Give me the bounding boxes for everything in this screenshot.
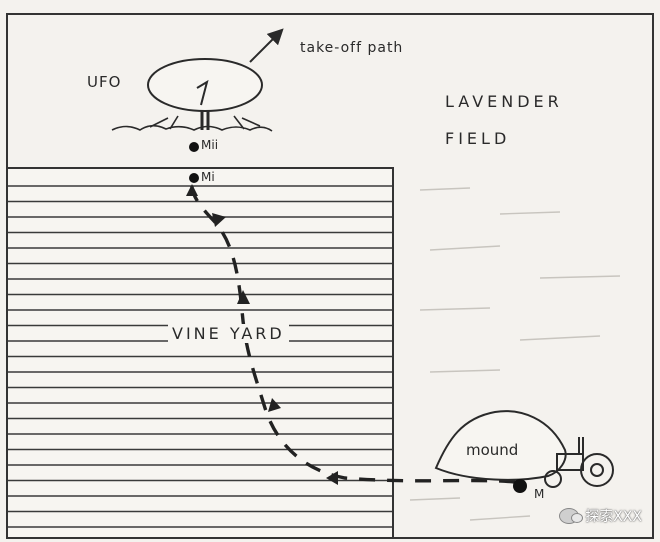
takeoff-label: take-off path: [300, 40, 404, 56]
point-mii-marker: [189, 142, 199, 152]
watermark-text: 探索XXX: [585, 509, 642, 525]
vineyard-block: [6, 167, 394, 539]
movement-path: [189, 177, 516, 484]
ufo-icon: [111, 58, 273, 132]
lavender-rows: [409, 187, 621, 521]
wechat-icon: [559, 508, 584, 524]
ufo-label: UFO: [87, 73, 122, 91]
point-mi-marker: [189, 173, 199, 183]
vineyard-label: VINE YARD: [168, 324, 289, 343]
field-label: FIELD: [445, 129, 511, 148]
lavender-label: LAVENDER: [445, 92, 563, 111]
takeoff-arrow: [249, 28, 284, 63]
point-m-label: M: [534, 487, 545, 501]
path-arrowheads: [186, 184, 338, 485]
watermark: 探索XXX: [559, 506, 642, 526]
point-m-marker: [513, 479, 527, 493]
point-mi-label: Mi: [201, 170, 215, 184]
mound-label: mound: [466, 441, 519, 459]
tractor-icon: [544, 437, 614, 488]
point-mii-label: Mii: [201, 138, 219, 152]
mound-shape: [434, 410, 567, 481]
